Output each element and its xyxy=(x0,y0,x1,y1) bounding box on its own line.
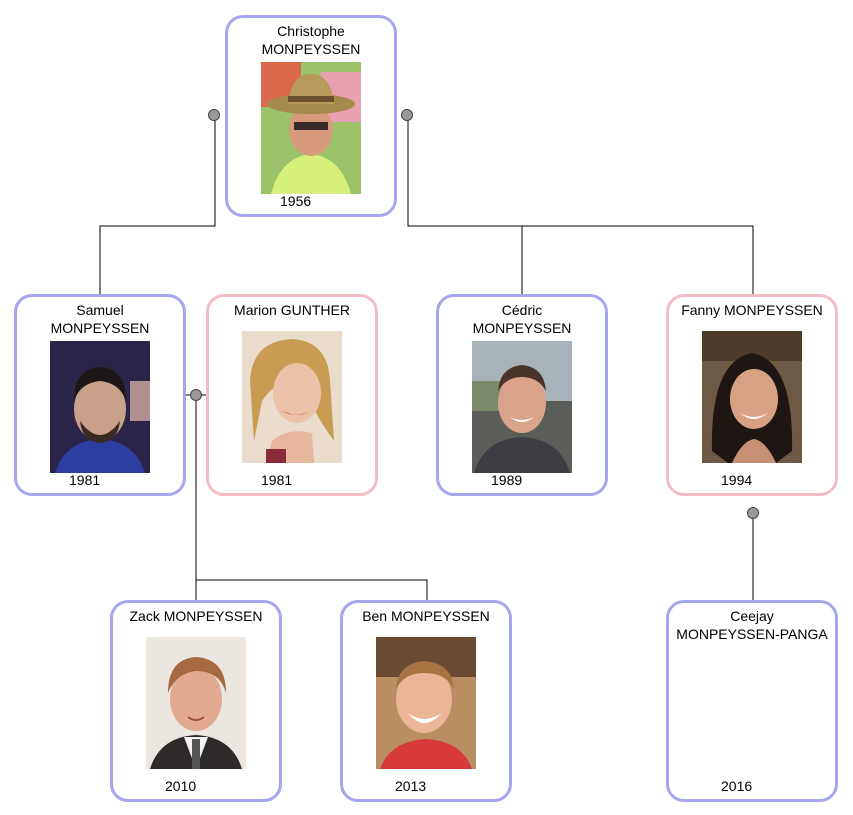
person-photo xyxy=(472,341,572,473)
person-card-ceejay[interactable]: Ceejay MONPEYSSEN-PANGA 2016 xyxy=(666,600,838,802)
person-name: Marion GUNTHER xyxy=(234,302,350,318)
person-name: Cédric MONPEYSSEN xyxy=(472,302,572,336)
person-name: Samuel MONPEYSSEN xyxy=(50,302,150,336)
person-photo xyxy=(146,637,246,769)
birth-year: 1981 xyxy=(69,472,101,488)
person-card-cedric[interactable]: Cédric MONPEYSSEN 1989 xyxy=(436,294,608,496)
expand-knob-christophe-right[interactable] xyxy=(401,109,413,121)
person-photo xyxy=(50,341,150,473)
person-name: Ben MONPEYSSEN xyxy=(362,608,490,624)
person-name: Ceejay MONPEYSSEN-PANGA xyxy=(676,608,828,642)
person-card-christophe[interactable]: Christophe MONPEYSSEN 1956 xyxy=(225,15,397,217)
portrait-dark-haired-woman xyxy=(702,331,802,463)
connector-christophe-samuel xyxy=(99,116,216,296)
person-card-fanny[interactable]: Fanny MONPEYSSEN 1994 xyxy=(666,294,838,496)
expand-knob-christophe-left[interactable] xyxy=(208,109,220,121)
person-photo xyxy=(242,331,342,463)
person-name: Fanny MONPEYSSEN xyxy=(681,302,823,318)
person-card-ben[interactable]: Ben MONPEYSSEN 2013 xyxy=(340,600,512,802)
portrait-smiling-man xyxy=(472,341,572,473)
expand-knob-samuel-marion[interactable] xyxy=(190,389,202,401)
person-name: Zack MONPEYSSEN xyxy=(129,608,263,624)
portrait-toddler xyxy=(376,637,476,769)
portrait-boy xyxy=(146,637,246,769)
birth-year: 2013 xyxy=(395,778,427,794)
birth-year: 1989 xyxy=(491,472,523,488)
birth-year: 1994 xyxy=(721,472,753,488)
birth-year: 1981 xyxy=(261,472,293,488)
connector-christophe-children xyxy=(407,116,754,296)
person-name: Christophe MONPEYSSEN xyxy=(261,23,361,57)
person-card-marion[interactable]: Marion GUNTHER 1981 xyxy=(206,294,378,496)
person-photo xyxy=(376,637,476,769)
person-photo xyxy=(261,62,361,194)
person-card-zack[interactable]: Zack MONPEYSSEN 2010 xyxy=(110,600,282,802)
connector-samuel-marion-children xyxy=(195,395,428,601)
portrait-young-man xyxy=(50,341,150,473)
expand-knob-fanny[interactable] xyxy=(747,507,759,519)
birth-year: 1956 xyxy=(280,193,312,209)
person-photo xyxy=(702,331,802,463)
person-card-samuel[interactable]: Samuel MONPEYSSEN 1981 xyxy=(14,294,186,496)
portrait-man-straw-hat xyxy=(261,62,361,194)
birth-year: 2010 xyxy=(165,778,197,794)
portrait-blonde-woman xyxy=(242,331,342,463)
birth-year: 2016 xyxy=(721,778,753,794)
